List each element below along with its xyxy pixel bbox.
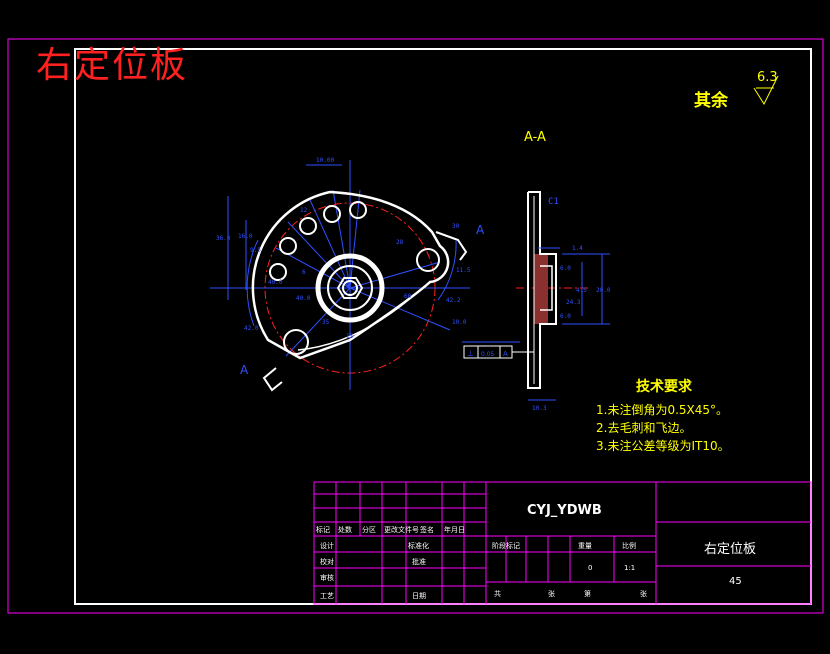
svg-text:工艺: 工艺 <box>320 592 334 600</box>
section-dim-lines <box>528 247 610 401</box>
svg-text:10.00: 10.00 <box>316 157 334 164</box>
section-marker-bottom: A <box>240 363 249 377</box>
svg-text:张: 张 <box>548 589 555 598</box>
svg-text:28: 28 <box>396 239 404 246</box>
hub-bore <box>342 280 358 296</box>
title-block <box>313 481 812 605</box>
svg-text:1:1: 1:1 <box>624 564 635 572</box>
section-dim-texts: C1 1.4 6.0 4.5 24.3 20.0 6.0 10.3 <box>532 197 611 412</box>
tolerance-frame: ⊥ 0.05 A <box>463 345 534 359</box>
svg-text:1.4: 1.4 <box>572 245 583 252</box>
svg-text:10.0: 10.0 <box>452 319 467 326</box>
svg-text:36.0: 36.0 <box>216 235 231 242</box>
front-view: A A 10.00 36.0 16.0 9.5 42.0 40.0 40.0 1… <box>210 157 520 392</box>
front-dim-texts: 10.00 36.0 16.0 9.5 42.0 40.0 40.0 12 28… <box>216 157 471 340</box>
tech-requirement-2: 2.去毛刺和飞边。 <box>596 421 692 435</box>
svg-text:42.0: 42.0 <box>244 325 259 332</box>
svg-text:校对: 校对 <box>320 557 334 566</box>
inner-frame <box>74 48 812 605</box>
tab-right <box>435 231 468 261</box>
svg-text:0.05: 0.05 <box>481 351 495 358</box>
section-outline <box>527 191 557 389</box>
tab-left <box>262 367 283 392</box>
svg-text:15: 15 <box>346 333 354 340</box>
svg-text:⊥: ⊥ <box>467 349 474 358</box>
front-dim-lines <box>227 164 520 343</box>
svg-text:批准: 批准 <box>412 557 426 566</box>
svg-text:11.5: 11.5 <box>456 267 471 274</box>
drawing-code: CYJ_YDWB <box>527 503 602 518</box>
svg-text:C1: C1 <box>548 197 559 207</box>
svg-text:40.0: 40.0 <box>296 295 311 302</box>
svg-text:标记: 标记 <box>316 525 330 534</box>
svg-text:第: 第 <box>584 589 591 598</box>
section-hatch <box>534 254 548 324</box>
tech-requirement-3: 3.未注公差等级为IT10。 <box>596 439 730 453</box>
holes <box>269 201 440 355</box>
svg-text:处数: 处数 <box>338 525 352 534</box>
section-title: A-A <box>524 130 546 145</box>
svg-text:设计: 设计 <box>320 541 334 550</box>
svg-text:张: 张 <box>640 589 647 598</box>
hub-outer <box>315 253 385 323</box>
title-block-text: 标记 处数 分区 更改文件号 签名 年月日 设计 校对 审核 工艺 标准化 批准… <box>316 525 647 600</box>
svg-text:6: 6 <box>302 269 306 276</box>
svg-text:年月日: 年月日 <box>444 525 465 534</box>
svg-text:阶段标记: 阶段标记 <box>492 541 520 550</box>
svg-text:日期: 日期 <box>412 592 426 600</box>
center-lines <box>210 160 470 390</box>
svg-text:60: 60 <box>404 293 412 300</box>
svg-text:16.0: 16.0 <box>238 233 253 240</box>
svg-text:更改文件号: 更改文件号 <box>384 525 419 534</box>
svg-text:比例: 比例 <box>622 541 636 550</box>
svg-text:标准化: 标准化 <box>408 541 429 550</box>
svg-text:4.5: 4.5 <box>576 287 587 294</box>
part-name: 右定位板 <box>704 542 757 557</box>
drawing-title: 右定位板 <box>36 45 189 86</box>
svg-text:42.2: 42.2 <box>446 297 461 304</box>
hub-mid <box>327 265 373 311</box>
svg-text:35: 35 <box>322 319 330 326</box>
svg-text:0: 0 <box>588 564 592 572</box>
section-marker-top: A <box>476 223 485 237</box>
svg-text:A: A <box>503 350 508 358</box>
svg-text:12: 12 <box>300 207 308 214</box>
hub-hex <box>336 277 364 299</box>
svg-text:6.0: 6.0 <box>560 313 571 320</box>
tech-requirements-title: 技术要求 <box>636 379 692 395</box>
svg-text:20.0: 20.0 <box>596 287 611 294</box>
svg-text:6.0: 6.0 <box>560 265 571 272</box>
section-view: C1 1.4 6.0 4.5 24.3 20.0 6.0 10.3 ⊥ 0.05… <box>463 191 611 412</box>
svg-text:24.3: 24.3 <box>566 299 581 306</box>
svg-text:40.0: 40.0 <box>268 279 283 286</box>
svg-text:重量: 重量 <box>578 542 592 550</box>
section-step <box>540 265 553 311</box>
tech-requirement-1: 1.未注倒角为0.5X45°。 <box>596 403 729 417</box>
outer-frame <box>7 38 824 614</box>
roughness-label: 其余 <box>694 91 728 111</box>
svg-text:审核: 审核 <box>320 573 334 582</box>
inner-arc <box>297 289 421 351</box>
svg-text:9.5: 9.5 <box>250 247 261 254</box>
svg-text:签名: 签名 <box>420 525 434 534</box>
material: 45 <box>729 576 742 587</box>
roughness-symbol <box>753 75 779 106</box>
svg-text:10.3: 10.3 <box>532 405 547 412</box>
svg-text:30: 30 <box>452 223 460 230</box>
roughness-value: 6.3 <box>757 70 778 85</box>
svg-text:分区: 分区 <box>362 525 376 534</box>
svg-text:共: 共 <box>494 589 501 598</box>
